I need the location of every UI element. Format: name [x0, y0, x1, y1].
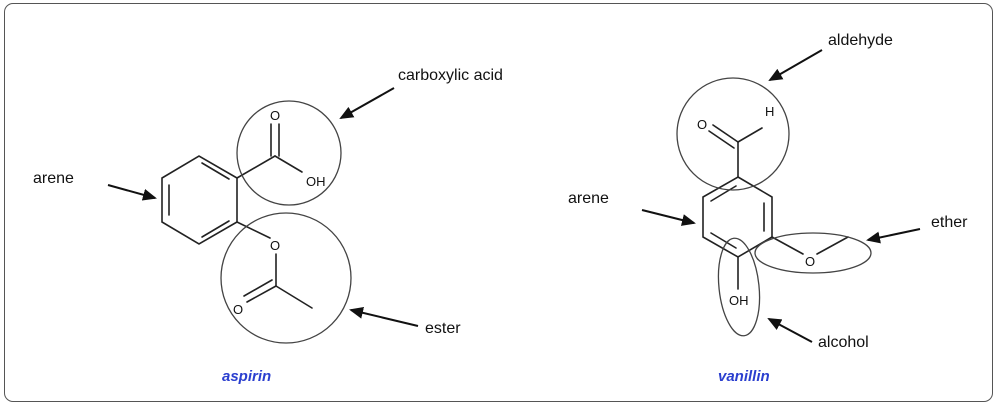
vanillin-ether-o: O	[805, 254, 815, 269]
vanillin-oh: OH	[729, 293, 749, 308]
aspirin-c-o-bond	[236, 221, 271, 239]
aspirin-benzene-ring	[161, 155, 238, 245]
vanillin-aldehyde-co-double	[712, 124, 739, 143]
vanillin-inner-bond	[710, 185, 737, 202]
vanillin-name: vanillin	[718, 368, 770, 385]
aspirin-structure: O OH O O	[161, 100, 352, 344]
vanillin-aldehyde-o: O	[697, 117, 707, 132]
vanillin-aldehyde-ch-bond	[737, 127, 763, 143]
aldehyde-arrow	[768, 49, 823, 81]
alcohol-ellipse	[717, 237, 761, 337]
vanillin-o-ch3-bond	[816, 236, 849, 255]
aspirin-name: aspirin	[222, 368, 271, 385]
aspirin-ester-co-double	[246, 285, 277, 303]
aspirin-ether-o: O	[270, 238, 280, 253]
aldehyde-label: aldehyde	[828, 32, 893, 49]
vanillin-arene-arrow	[641, 209, 696, 226]
ether-label: ether	[931, 214, 968, 231]
vanillin-structure: O H O OH	[676, 77, 872, 337]
vanillin-aldehyde-h: H	[765, 104, 774, 119]
ester-label: ester	[425, 320, 461, 337]
aspirin-ester-co-double	[243, 279, 273, 297]
vanillin-arene-label: arene	[568, 190, 609, 207]
carboxylic-acid-circle	[236, 100, 342, 206]
ether-arrow	[866, 228, 921, 244]
aspirin-oh: OH	[306, 174, 326, 189]
aspirin-arene-label: arene	[33, 170, 74, 187]
aspirin-inner-bond	[201, 220, 230, 238]
aspirin-cooh-bond	[236, 155, 276, 179]
vanillin-c-o-ether-bond	[771, 236, 804, 255]
aspirin-inner-bond	[201, 162, 230, 180]
aldehyde-circle	[676, 77, 790, 191]
aspirin-ester-carbonyl-o: O	[233, 302, 243, 317]
aspirin-c-oh-bond	[274, 155, 303, 173]
vanillin-aldehyde-co-double	[708, 130, 735, 149]
ester-circle	[220, 212, 352, 344]
alcohol-arrow	[767, 318, 813, 343]
vanillin-inner-bond	[710, 232, 737, 249]
vanillin-benzene-ring	[702, 176, 773, 258]
aspirin-carbonyl-o: O	[270, 108, 280, 123]
aspirin-methyl-bond	[275, 285, 313, 309]
alcohol-label: alcohol	[818, 334, 869, 351]
carboxylic-acid-arrow	[339, 87, 395, 119]
ester-arrow	[349, 306, 419, 327]
carboxylic-acid-label: carboxylic acid	[398, 67, 503, 84]
ether-ellipse	[754, 232, 872, 274]
aspirin-arene-arrow	[107, 184, 157, 201]
